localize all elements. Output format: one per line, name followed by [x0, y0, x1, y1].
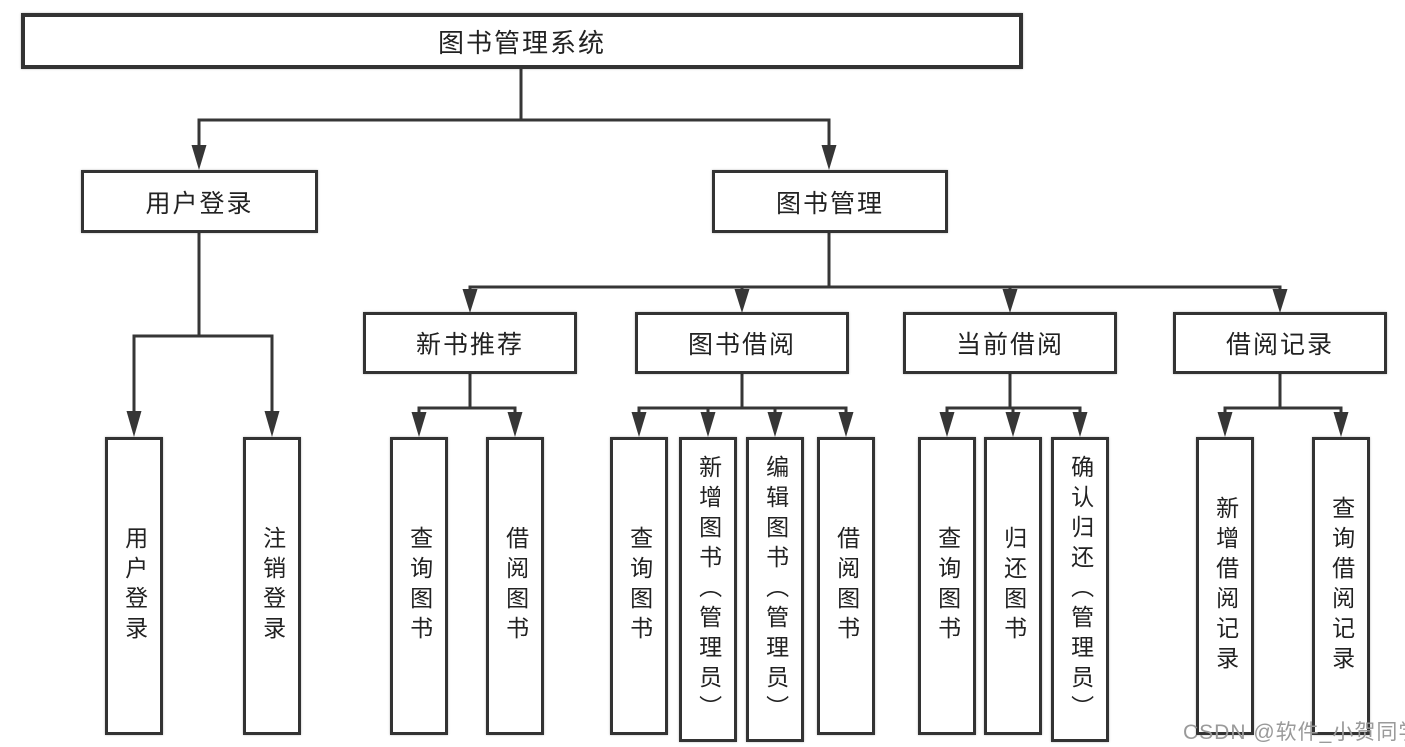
edge-book-borrow-to-leaves — [631, 372, 854, 437]
edge-borrow-record-to-leaves — [1217, 372, 1349, 437]
node-book-borrow: 图书借阅 — [635, 312, 849, 374]
leaf-borrow-add-books-admin: 新增图书（管理员） — [679, 437, 737, 742]
leaf-newbook-borrow-books: 借阅图书 — [486, 437, 544, 735]
leaf-current-return-books: 归还图书 — [984, 437, 1042, 735]
edge-new-book-to-leaves — [411, 372, 523, 437]
node-library-management-system: 图书管理系统 — [21, 13, 1023, 69]
leaf-logout: 注销登录 — [243, 437, 301, 735]
edge-current-borrow-to-leaves — [939, 372, 1088, 437]
edge-user-login-to-leaves — [126, 231, 280, 437]
csdn-watermark: CSDN @软件_小贺同学 — [1183, 721, 1405, 744]
leaf-user-login: 用户登录 — [105, 437, 163, 735]
leaf-borrow-edit-books-admin: 编辑图书（管理员） — [746, 437, 804, 742]
node-user-login: 用户登录 — [81, 170, 318, 233]
leaf-record-add-record: 新增借阅记录 — [1196, 437, 1254, 735]
leaf-borrow-borrow-books: 借阅图书 — [817, 437, 875, 735]
node-book-management: 图书管理 — [712, 170, 948, 233]
leaf-record-query-record: 查询借阅记录 — [1312, 437, 1370, 735]
leaf-borrow-query-books: 查询图书 — [610, 437, 668, 735]
leaf-newbook-query-books: 查询图书 — [390, 437, 448, 735]
edge-book-mgmt-to-level3 — [462, 231, 1288, 313]
node-new-book-recommend: 新书推荐 — [363, 312, 577, 374]
leaf-current-confirm-return-admin: 确认归还（管理员） — [1051, 437, 1109, 742]
leaf-current-query-books: 查询图书 — [918, 437, 976, 735]
node-current-borrow: 当前借阅 — [903, 312, 1117, 374]
edge-root-to-level2 — [191, 67, 837, 170]
node-borrow-record: 借阅记录 — [1173, 312, 1387, 374]
